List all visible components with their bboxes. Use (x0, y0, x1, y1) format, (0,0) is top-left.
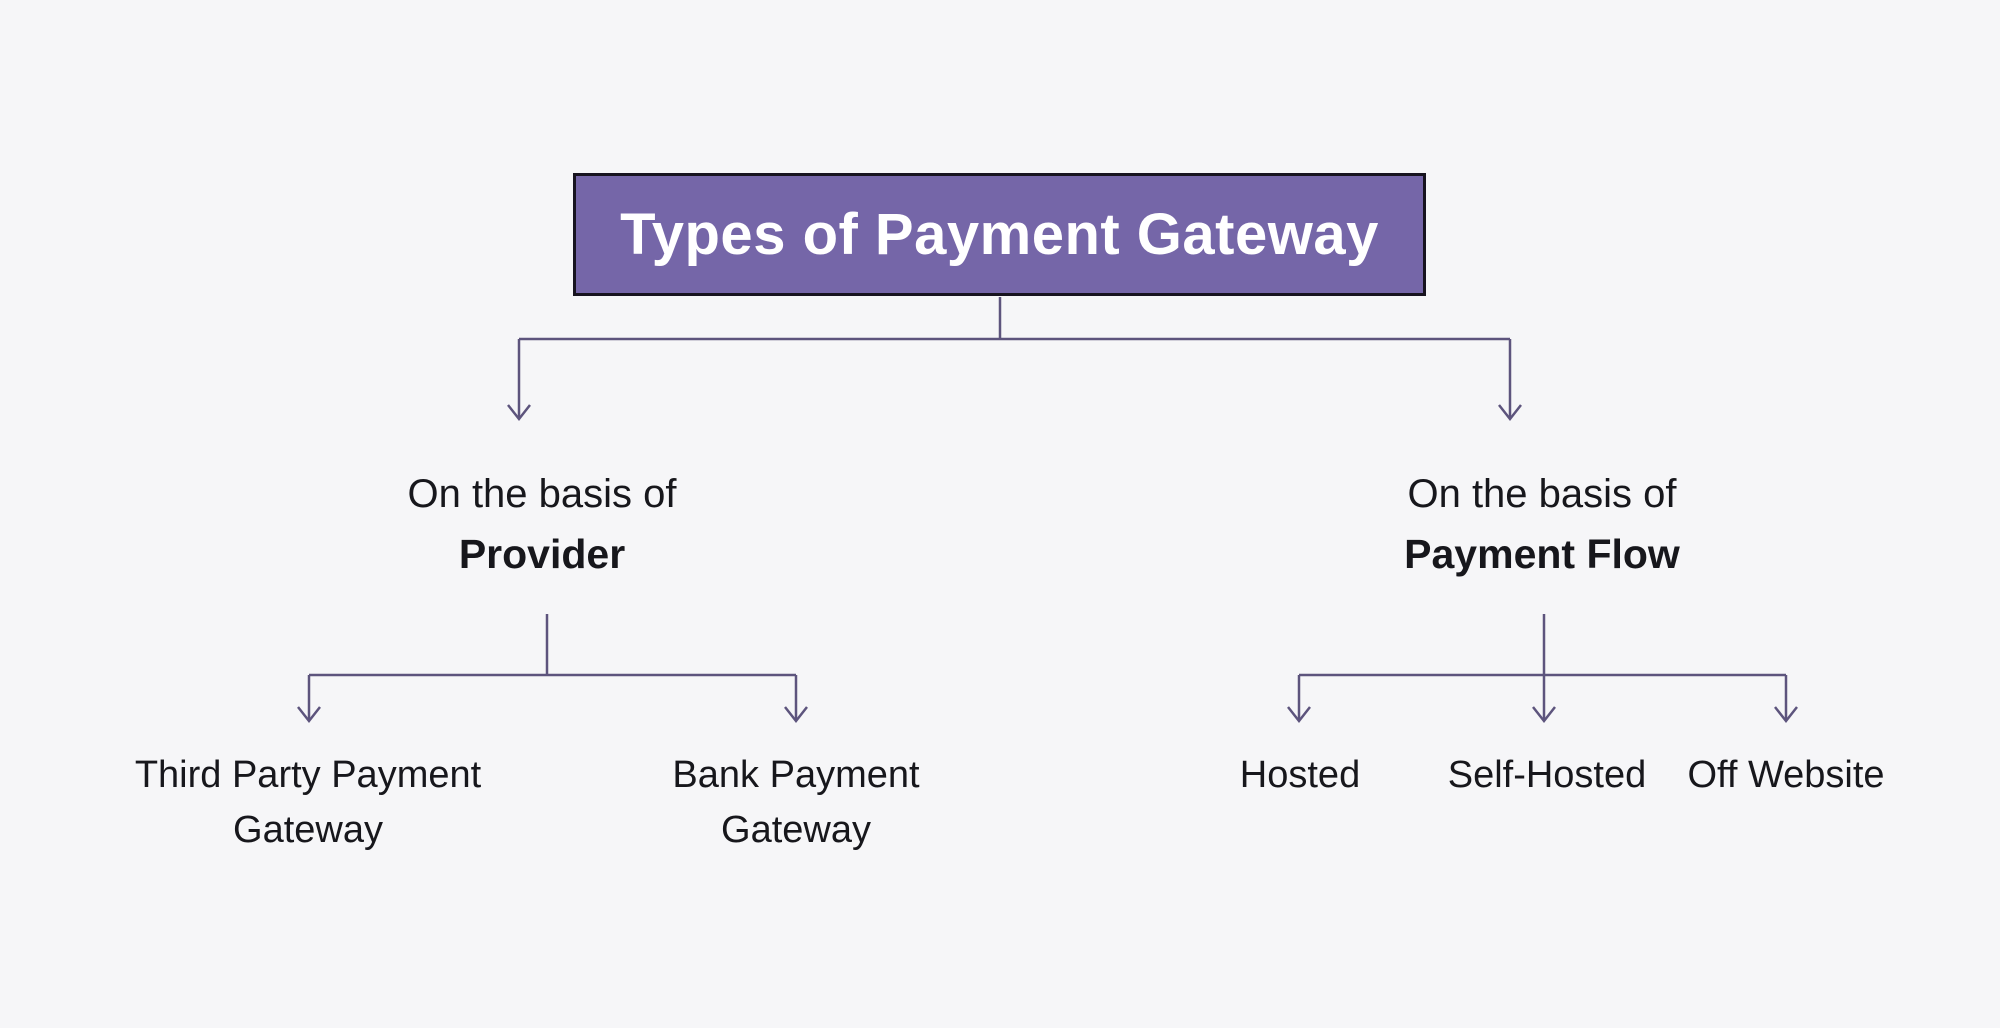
connector-provider (297, 614, 808, 724)
connector-provider-lines (307, 614, 798, 721)
branch-node-payment-flow: On the basis of Payment Flow (1292, 464, 1792, 584)
leaf-node-third-party-payment-gateway: Third Party Payment Gateway (134, 754, 482, 851)
leaf-node-bank-payment-gateway: Bank Payment Gateway (672, 754, 920, 851)
branch-prefix: On the basis of (1407, 472, 1677, 516)
branch-name: Payment Flow (1404, 531, 1680, 577)
connector-level1 (507, 297, 1522, 422)
branch-name: Provider (458, 531, 626, 577)
connector-payment-flow (1287, 614, 1798, 724)
leaf-node-hosted: Hosted (1239, 754, 1361, 796)
leaf-node-self-hosted: Self-Hosted (1447, 754, 1647, 796)
arrow-down-icon (297, 706, 321, 724)
arrow-down-icon (1498, 404, 1522, 422)
connector-payment-flow-lines (1297, 614, 1788, 721)
arrow-down-icon (1774, 706, 1798, 724)
diagram-title: Types of Payment Gateway (573, 173, 1426, 296)
leaf-node-off-website: Off Website (1687, 754, 1885, 796)
arrow-down-icon (507, 404, 531, 422)
arrow-down-icon (1287, 706, 1311, 724)
arrow-down-icon (1532, 706, 1556, 724)
branch-prefix: On the basis of (407, 472, 677, 516)
arrow-down-icon (784, 706, 808, 724)
branch-node-provider: On the basis of Provider (292, 464, 792, 584)
connector-level1-lines (517, 297, 1512, 419)
